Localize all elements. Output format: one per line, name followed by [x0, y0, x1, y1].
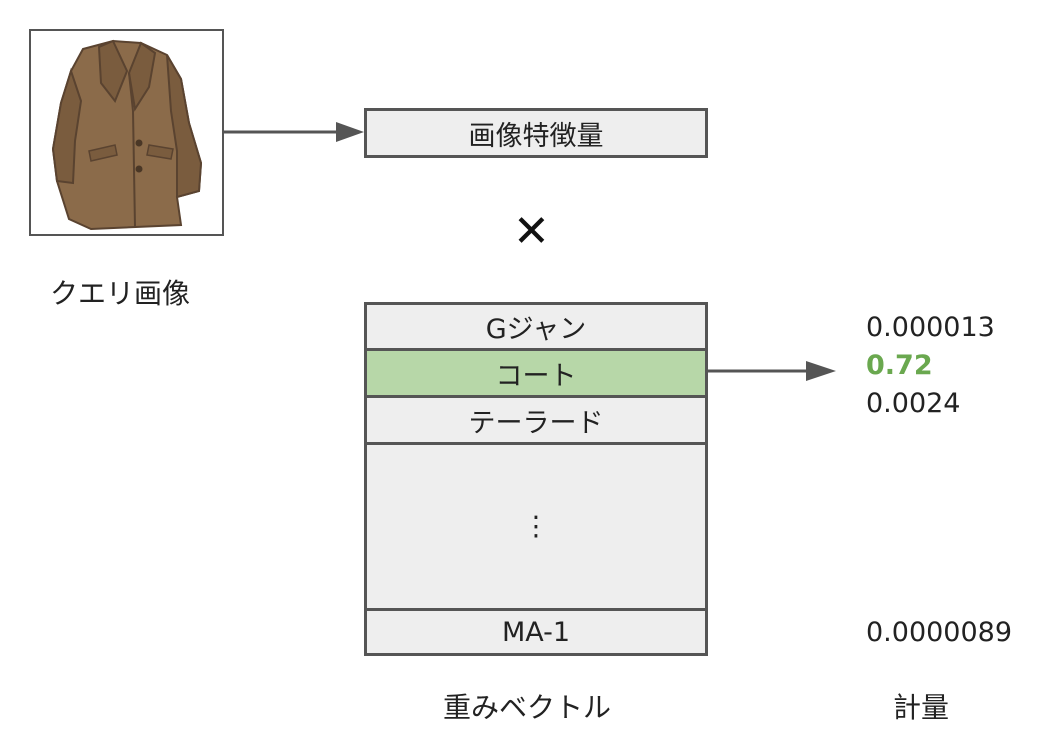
coat-icon	[51, 39, 203, 231]
query-image	[29, 29, 224, 236]
matrix-caption: 重みベクトル	[443, 691, 612, 724]
matrix-row: MA-1	[501, 616, 571, 648]
matrix-row: テーラード	[367, 398, 705, 445]
feature-box: 画像特徴量	[364, 108, 708, 158]
multiply-icon: ✕	[513, 206, 550, 257]
query-caption: クエリ画像	[50, 277, 191, 310]
arrow-to-features	[224, 122, 364, 142]
score-value: 0.0024	[866, 388, 961, 419]
feature-label: 画像特徴量	[468, 120, 604, 152]
matrix-row: Gジャン	[367, 305, 705, 351]
score-value: 0.0000089	[866, 617, 1013, 648]
score-value: 0.000013	[866, 312, 995, 343]
score-caption: 計量	[893, 691, 950, 724]
matrix-ellipsis-row: ⋮	[367, 445, 705, 611]
arrow-to-score	[708, 361, 836, 381]
score-value-highlight: 0.72	[866, 350, 933, 381]
matrix-row-highlight: コート	[367, 351, 705, 398]
weight-matrix: Gジャン コート テーラード ⋮ MA-1	[364, 302, 708, 656]
